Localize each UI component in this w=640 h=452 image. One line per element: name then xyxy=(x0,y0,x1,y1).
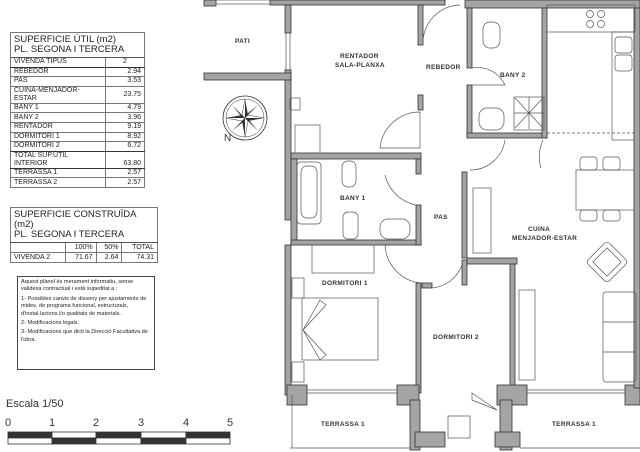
scale-tick: 0 xyxy=(5,417,12,429)
disclaimer-item-1: 1- Possibles canvis de disseny per ajust… xyxy=(21,295,147,317)
table-cell: DORMITORI 2 xyxy=(10,141,106,152)
table-cell: 8.92 xyxy=(105,131,145,143)
table-cell: 3.53 xyxy=(105,76,145,87)
table-cell: 9.19 xyxy=(105,121,145,133)
table-cell: CUINA-MENJADOR-ESTAR xyxy=(10,85,106,104)
table-header: 50% xyxy=(95,242,123,253)
table-cell: VIVENDA TIPUS xyxy=(10,57,106,68)
disclaimer-item-3: 3- Modificacions que dicti la Direcció F… xyxy=(21,329,148,343)
table-cell: PAS xyxy=(10,76,106,87)
room-label-dormitori-1: DORMITORI 1 xyxy=(322,280,368,287)
table-cell: 2.57 xyxy=(105,177,145,188)
table-cell: 3.96 xyxy=(105,112,145,123)
table-cell: DORMITORI 1 xyxy=(10,131,106,143)
table-cell: 2 xyxy=(105,57,145,68)
room-label-pas: PAS xyxy=(434,214,448,221)
table-row: VIVENDA 2 71.67 2.64 74.31 xyxy=(10,252,158,263)
table-cell: REBEDOR xyxy=(10,66,106,78)
useful-area-table: SUPERFICIE ÚTIL (m2) PL. SEGONA I TERCER… xyxy=(10,32,145,188)
room-label-terrassa-right: TERRASSA 1 xyxy=(552,421,596,428)
table-cell: 74.31 xyxy=(121,252,158,263)
table-cell: BANY 1 xyxy=(10,102,106,114)
room-label-terrassa-left: TERRASSA 1 xyxy=(321,421,365,428)
wall xyxy=(203,0,217,7)
table-cell: TERRASSA 2 xyxy=(10,177,106,188)
room-label-cuina: CUINA xyxy=(528,226,550,233)
disclaimer-item-2: 2- Modificacions legals. xyxy=(21,320,80,327)
compass-north-label: N xyxy=(224,133,231,144)
disclaimer-box: Aquest plànol és merament informatiu, se… xyxy=(17,276,155,370)
table-cell: BANY 2 xyxy=(10,112,106,123)
table-header-row: 100% 50% TOTAL xyxy=(10,242,158,253)
room-label-bany-1: BANY 1 xyxy=(340,195,366,202)
table-cell: 23.75 xyxy=(105,85,145,104)
room-label-rebedor: REBEDOR xyxy=(426,64,461,71)
room-label-menjador-estar: MENJADOR-ESTAR xyxy=(512,235,577,242)
scale-label: Escala 1/50 xyxy=(6,398,64,410)
room-label-rentador: RENTADOR xyxy=(340,53,379,60)
table-cell: RENTADOR xyxy=(10,121,106,133)
table-cell: TERRASSA 1 xyxy=(10,167,106,179)
scale-tick: 2 xyxy=(93,417,100,429)
scale-tick: 3 xyxy=(138,417,145,429)
room-label-bany-2: BANY 2 xyxy=(500,72,526,79)
scale-tick: 4 xyxy=(183,417,190,429)
table-cell: 4.79 xyxy=(105,102,145,114)
useful-area-title: SUPERFICIE ÚTIL (m2) PL. SEGONA I TERCER… xyxy=(10,32,145,58)
room-label-pati: PATI xyxy=(235,38,250,45)
scale-tick: 5 xyxy=(227,417,234,429)
table-cell: 71.67 xyxy=(65,252,97,263)
total-value: 63.80 xyxy=(105,150,145,169)
room-label-sala-planxa: SALA-PLANXA xyxy=(335,62,385,69)
table-cell: VIVENDA 2 xyxy=(10,252,66,263)
wall xyxy=(464,0,640,9)
scale-bar xyxy=(7,431,231,445)
scale-tick: 1 xyxy=(49,417,56,429)
table-cell: 2.57 xyxy=(105,167,145,179)
table-cell: 2.94 xyxy=(105,66,145,78)
built-area-title: SUPERFICIE CONSTRUÏDA (m2) PL. SEGONA I … xyxy=(10,207,158,243)
table-cell: 2.64 xyxy=(95,252,123,263)
compass-rose xyxy=(222,95,268,141)
wall xyxy=(269,0,446,6)
disclaimer-intro: Aquest plànol és merament informatiu, se… xyxy=(21,279,134,293)
table-cell: 6.72 xyxy=(105,141,145,152)
table-header: 100% xyxy=(65,242,97,253)
table-header: TOTAL xyxy=(121,242,158,253)
built-area-table: SUPERFICIE CONSTRUÏDA (m2) PL. SEGONA I … xyxy=(10,207,158,263)
room-label-dormitori-2: DORMITORI 2 xyxy=(433,334,479,341)
table-header xyxy=(10,242,66,253)
